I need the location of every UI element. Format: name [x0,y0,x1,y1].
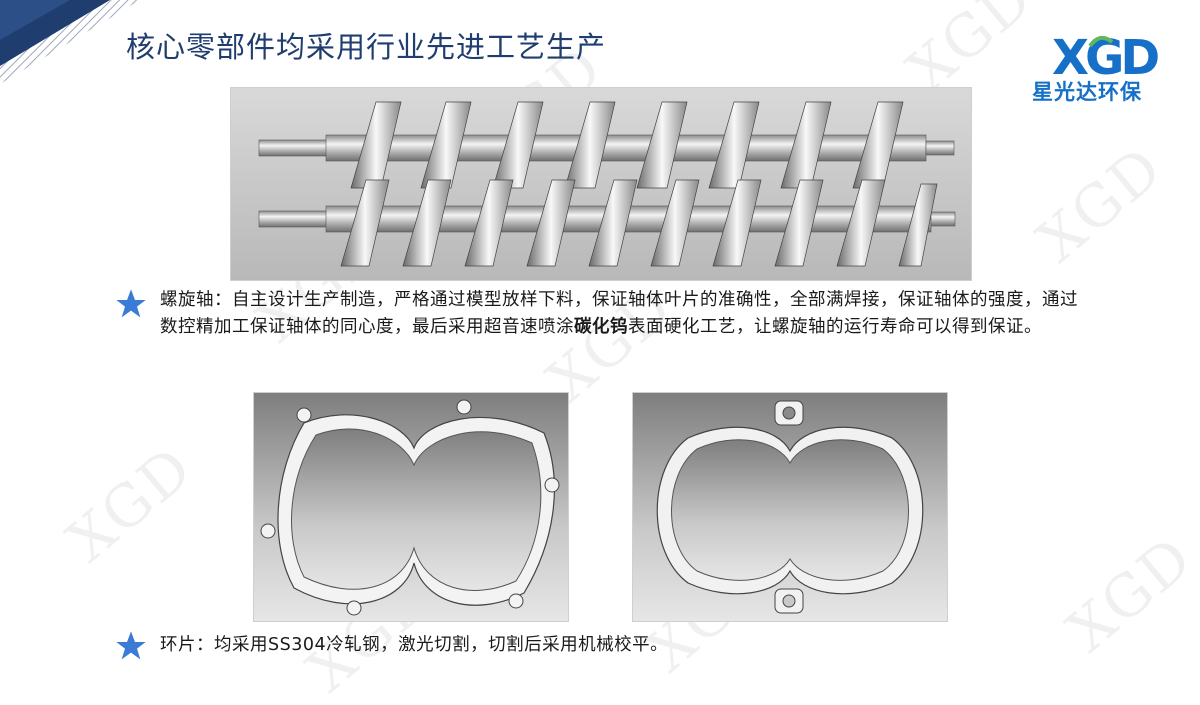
description-text: 表面硬化工艺，让螺旋轴的运行寿命可以得到保证。 [628,317,1042,337]
star-bullet-icon [116,631,146,660]
ring-plate-description: 环片：均采用SS304冷轧钢，激光切割，切割后采用机械校平。 [160,635,669,655]
description-text: 螺旋轴：自主设计生产制造，严格通过模型放样下料，保证轴体叶片的准确性，全部满焊接… [160,290,1078,337]
highlight-text: 碳化钨 [574,317,628,337]
company-name: 星光达环保 [1032,80,1142,104]
company-logo-icon: XGD [1052,30,1162,86]
screw-shaft-description: 螺旋轴：自主设计生产制造，严格通过模型放样下料，保证轴体叶片的准确性，全部满焊接… [160,287,1080,341]
ring-plate-photo-right [632,392,948,622]
page-title: 核心零部件均采用行业先进工艺生产 [126,30,607,64]
corner-decoration [0,0,140,84]
star-bullet-icon [116,289,146,318]
watermark: XGD [1024,132,1176,276]
screw-shafts-photo [230,87,972,281]
watermark: XGD [1054,522,1200,666]
watermark: XGD [54,432,206,576]
ring-plate-photo-left [253,392,569,622]
